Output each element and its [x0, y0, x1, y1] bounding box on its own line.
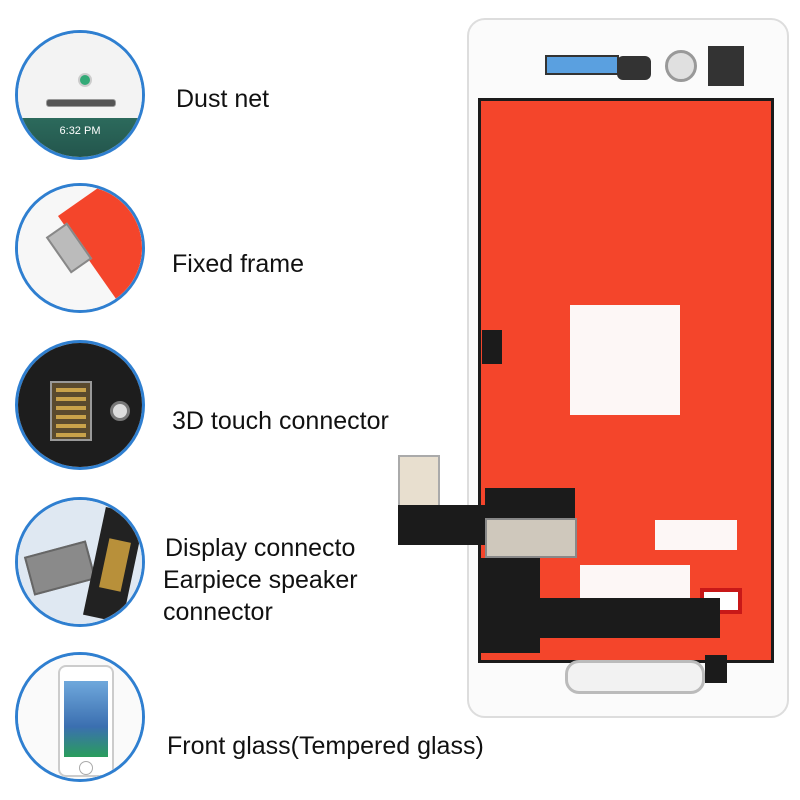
- home-button-icon: [79, 761, 93, 775]
- flex-stiffener: [485, 518, 577, 558]
- fixed-frame-image: [15, 183, 145, 313]
- home-button-bracket: [565, 660, 705, 694]
- bottom-connector: [705, 655, 727, 683]
- screen-area: [18, 118, 142, 157]
- front-camera-module: [617, 56, 651, 80]
- label-connector: connector: [163, 598, 273, 626]
- side-tab: [482, 330, 502, 364]
- label-earpiece-speaker: Earpiece speaker: [163, 566, 358, 594]
- connector-icon: [50, 381, 92, 441]
- label-dust-net: Dust net: [176, 85, 270, 113]
- front-glass-image: [15, 652, 145, 782]
- dust-net-image: 6:32 PM: [15, 30, 145, 160]
- label-display-connector: Display connecto: [165, 534, 356, 562]
- flex-cable-segment: [398, 505, 493, 545]
- flex-cable-segment: [520, 598, 720, 638]
- lcd-label-sticker: [570, 305, 680, 415]
- 3d-touch-connector-image: [15, 340, 145, 470]
- label-fixed-frame: Fixed frame: [172, 250, 304, 278]
- front-camera-icon: [78, 73, 92, 87]
- clock-time: 6:32 PM: [59, 125, 101, 137]
- lcd-sticker-small: [655, 520, 737, 550]
- proximity-sensor: [708, 46, 744, 86]
- phone-icon: [58, 665, 114, 777]
- screw-icon: [110, 401, 130, 421]
- earpiece-bracket: [545, 55, 619, 75]
- dust-net-icon: [46, 99, 116, 107]
- display-connector-image: [15, 497, 145, 627]
- home-screen: [64, 681, 108, 757]
- flex-cable-segment: [485, 488, 575, 518]
- label-front-glass: Front glass(Tempered glass): [167, 732, 484, 760]
- label-3d-touch-connector: 3D touch connector: [172, 407, 389, 435]
- camera-ring-icon: [665, 50, 697, 82]
